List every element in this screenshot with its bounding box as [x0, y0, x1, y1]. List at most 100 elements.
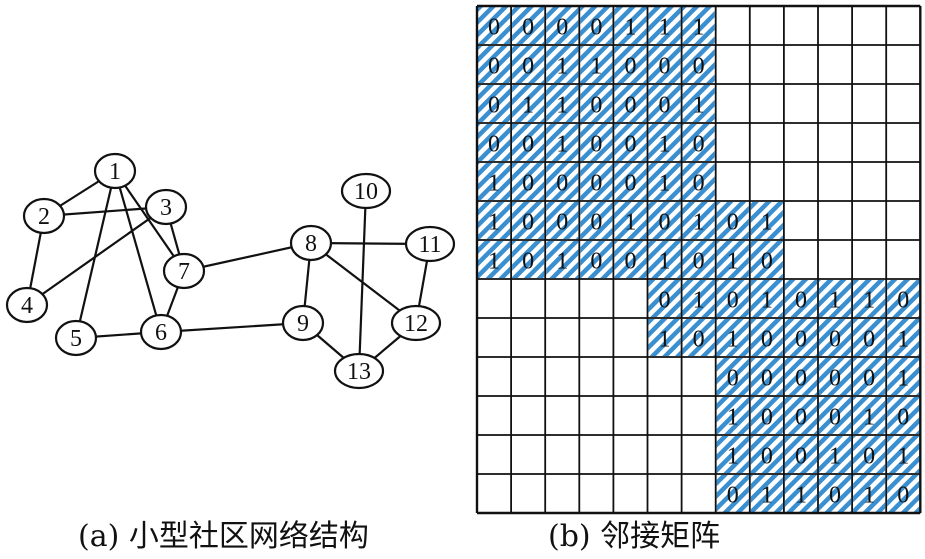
- hatched-cell: [819, 358, 852, 395]
- hatched-cell: [546, 46, 579, 83]
- matrix-cell-value: 0: [624, 132, 636, 158]
- matrix-cell-value: 0: [488, 15, 500, 41]
- hatched-cell: [887, 397, 920, 434]
- matrix-cell-value: 0: [693, 327, 705, 353]
- matrix-cell-value: 0: [624, 93, 636, 119]
- hatched-cell: [648, 85, 681, 122]
- hatched-cell: [750, 319, 783, 356]
- hatched-cell: [478, 202, 511, 239]
- node-circle: [340, 172, 392, 210]
- hatched-cell: [750, 397, 783, 434]
- node-4: 4: [5, 286, 49, 324]
- hatched-cell: [853, 319, 886, 356]
- node-circle: [54, 319, 98, 357]
- matrix-cell-value: 0: [693, 171, 705, 197]
- hatched-cell: [614, 241, 647, 278]
- hatched-cell: [819, 397, 852, 434]
- matrix-cell-value: 0: [795, 405, 807, 431]
- hatched-cell: [546, 85, 579, 122]
- hatched-cell: [580, 202, 613, 239]
- matrix-cell-value: 0: [624, 171, 636, 197]
- hatched-cell: [750, 241, 783, 278]
- hatched-cell: [716, 436, 749, 473]
- node-6: 6: [139, 313, 183, 351]
- hatched-cell: [546, 202, 579, 239]
- hatched-cell: [819, 319, 852, 356]
- matrix-hatched-cells: [478, 7, 920, 512]
- node-circle: [139, 313, 183, 351]
- hatched-cell: [750, 475, 783, 512]
- hatched-cell: [716, 475, 749, 512]
- matrix-cell-value: 0: [659, 210, 671, 236]
- hatched-cell: [819, 436, 852, 473]
- matrix-cell-value: 0: [829, 327, 841, 353]
- hatched-cell: [784, 319, 817, 356]
- node-circle: [22, 197, 66, 235]
- hatched-cell: [546, 7, 579, 44]
- hatched-cell: [784, 436, 817, 473]
- matrix-cell-value: 1: [693, 15, 705, 41]
- node-label: 11: [418, 232, 441, 258]
- node-label: 5: [70, 326, 82, 352]
- matrix-cell-value: 0: [556, 171, 568, 197]
- matrix-cell-value: 1: [829, 288, 841, 314]
- matrix-cell-value: 0: [693, 132, 705, 158]
- matrix-cell-value: 0: [863, 366, 875, 392]
- hatched-cell: [478, 85, 511, 122]
- hatched-cell: [648, 46, 681, 83]
- hatched-cell: [648, 202, 681, 239]
- matrix-cell-value: 1: [863, 405, 875, 431]
- matrix-cell-value: 1: [863, 483, 875, 509]
- node-circle: [162, 252, 206, 290]
- hatched-cell: [648, 241, 681, 278]
- hatched-cell: [853, 436, 886, 473]
- matrix-caption: (b) 邻接矩阵: [548, 519, 721, 554]
- hatched-cell: [853, 475, 886, 512]
- hatched-cell: [853, 280, 886, 317]
- edge-6-9: [160, 321, 304, 334]
- node-label: 13: [347, 359, 371, 385]
- node-13: 13: [333, 352, 385, 390]
- matrix-cell-value: 0: [897, 288, 909, 314]
- hatched-cell: [682, 319, 715, 356]
- node-2: 2: [22, 197, 66, 235]
- hatched-cell: [546, 124, 579, 161]
- matrix-cell-value: 0: [863, 327, 875, 353]
- matrix-cell-value: 1: [624, 210, 636, 236]
- hatched-cell: [648, 163, 681, 200]
- hatched-cell: [682, 124, 715, 161]
- hatched-cell: [750, 436, 783, 473]
- node-circle: [144, 188, 188, 226]
- hatched-cell: [682, 85, 715, 122]
- matrix-cell-value: 1: [863, 288, 875, 314]
- hatched-cell: [887, 319, 920, 356]
- matrix-cell-value: 0: [590, 15, 602, 41]
- matrix-cell-value: 1: [590, 54, 602, 80]
- node-7: 7: [162, 252, 206, 290]
- node-label: 7: [178, 259, 190, 285]
- matrix-cell-value: 1: [488, 249, 500, 275]
- matrix-cell-value: 0: [659, 93, 671, 119]
- hatched-cell: [682, 46, 715, 83]
- matrix-cell-value: 0: [897, 405, 909, 431]
- hatched-cell: [512, 124, 545, 161]
- matrix-cell-value: 0: [659, 288, 671, 314]
- matrix-cell-value: 0: [522, 15, 534, 41]
- matrix-cell-value: 1: [693, 288, 705, 314]
- hatched-cell: [887, 358, 920, 395]
- edge-3-4: [26, 206, 167, 306]
- matrix-cell-value: 0: [556, 210, 568, 236]
- hatched-cell: [478, 7, 511, 44]
- hatched-cell: [614, 124, 647, 161]
- hatched-cell: [478, 163, 511, 200]
- graph-caption: (a) 小型社区网络结构: [78, 519, 369, 554]
- matrix-cell-value: 0: [590, 210, 602, 236]
- matrix-cell-value: 1: [659, 249, 671, 275]
- hatched-cell: [784, 397, 817, 434]
- hatched-cell: [478, 46, 511, 83]
- hatched-cell: [648, 319, 681, 356]
- node-label: 4: [21, 293, 33, 319]
- hatched-cell: [819, 475, 852, 512]
